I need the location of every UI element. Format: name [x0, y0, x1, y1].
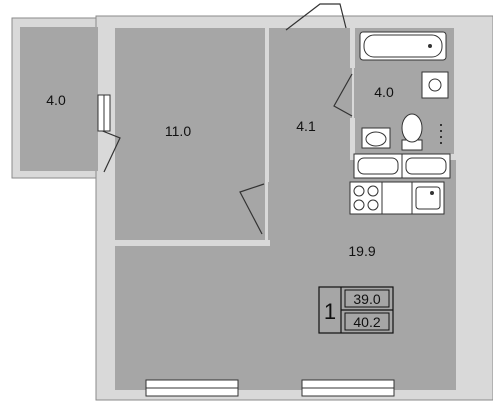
- balcony-area-label: 4.0: [46, 92, 66, 108]
- bedroom-area-label: 11.0: [165, 123, 191, 139]
- doors: [99, 3, 353, 235]
- kitchen-counter: [381, 181, 413, 215]
- stove-icon: [349, 181, 383, 215]
- living-area-value: 39.0: [353, 291, 380, 307]
- bottom-windows: [145, 379, 395, 397]
- washing-machine: [421, 71, 449, 99]
- heated-rail-icon: [440, 124, 442, 144]
- entrance-door: [285, 3, 347, 31]
- total-area-value: 40.2: [353, 314, 380, 330]
- bedroom-door: [239, 183, 265, 235]
- hallway-area-label: 4.1: [296, 118, 316, 134]
- rooms-count: 1: [324, 299, 336, 324]
- bathroom-area-label: 4.0: [374, 84, 394, 100]
- living-kitchen-area-label: 19.9: [348, 243, 375, 259]
- area-summary-box: 1 39.0 40.2: [318, 286, 394, 334]
- bathtub: [359, 31, 447, 61]
- kitchen-upper-sinks: [353, 153, 451, 179]
- bedroom-floor: [115, 28, 265, 240]
- balcony-window: [97, 94, 111, 132]
- kitchen-sink-icon: [411, 181, 445, 215]
- balcony-door: [99, 129, 121, 173]
- balcony-floor: [20, 27, 98, 171]
- bathroom-door: [333, 73, 353, 117]
- sink-icon: [361, 127, 391, 149]
- toilet-icon: [401, 113, 423, 151]
